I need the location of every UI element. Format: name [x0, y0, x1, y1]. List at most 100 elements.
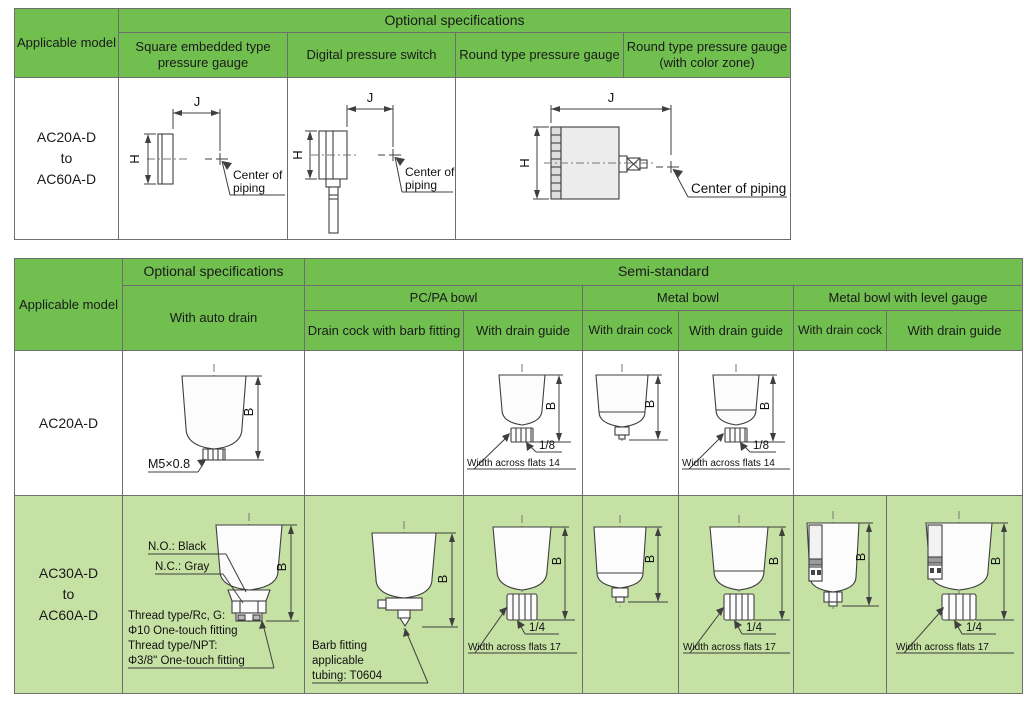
bowl-shape	[497, 373, 546, 443]
port-size-label: 1/4	[529, 622, 546, 634]
ac30-drain-cock-metal-cell: B	[582, 495, 679, 694]
t1-model-range: AC20A-D to AC60A-D	[14, 77, 119, 240]
center-of-piping-label-2: piping	[233, 181, 265, 195]
b-dimension	[224, 375, 264, 460]
b-label: B	[758, 401, 772, 409]
flats-leader	[467, 606, 577, 653]
port-size-label: 1/4	[746, 622, 763, 634]
b-dimension	[746, 374, 785, 442]
t1-col-round-gauge-color: Round type pressure gauge (with color zo…	[623, 32, 791, 78]
bowl-shape	[594, 373, 649, 440]
ac30-auto-drain-diagram: B N.O.: Black N.C.: Gray Thread type/Rc,…	[127, 512, 299, 668]
ac20-drain-guide-pcpa-cell: B 1/8 Width across flats 14	[463, 350, 583, 496]
h-dimension	[304, 130, 317, 179]
t1-col-round-gauge: Round type pressure gauge	[455, 32, 624, 78]
j-label: J	[608, 90, 615, 105]
b-label: B	[854, 552, 868, 560]
port-leader	[733, 619, 776, 634]
t2-col-drain-guide-pcpa: With drain guide	[463, 310, 583, 351]
b-label: B	[435, 574, 450, 583]
center-of-piping-label-2: piping	[405, 178, 437, 192]
ac30-barb-fitting-cell: B Barb fitting applicable tubing: T0604	[304, 495, 464, 694]
m5-thread-label: M5×0.8	[148, 457, 190, 471]
t2-col-drain-cock-level: With drain cock	[793, 310, 887, 351]
t2-col-auto-drain: With auto drain	[122, 285, 305, 351]
flats-label: Width across flats 17	[468, 642, 561, 653]
flats-label: Width across flats 14	[682, 458, 775, 469]
b-dimension	[841, 522, 879, 606]
b-label: B	[550, 556, 564, 564]
j-dimension	[346, 104, 393, 147]
ac20-auto-drain-cell: B M5×0.8	[122, 350, 305, 496]
port-leader	[739, 441, 776, 452]
t2-model-ac20: AC20A-D	[14, 350, 123, 496]
ac20-barb-fitting-cell	[304, 350, 464, 496]
ac30-drain-cock-level-diagram: B	[805, 510, 879, 609]
digital-switch-cell: H J Center of piping	[287, 77, 456, 240]
b-dimension	[628, 374, 668, 440]
thread-label-4: Φ3/8" One-touch fitting	[128, 655, 245, 667]
flats-leader	[681, 432, 790, 469]
t2-group-semi-standard: Semi-standard	[304, 258, 1023, 286]
b-label: B	[241, 407, 256, 416]
barb-leader	[311, 627, 428, 683]
thread-leader	[127, 619, 274, 668]
ac30-drain-guide-level-diagram: B 1/4 Width across flats 17	[895, 510, 1014, 653]
center-of-piping-mark	[204, 152, 285, 195]
b-dimension	[536, 526, 575, 620]
t1-group-header: Optional specifications	[118, 8, 791, 33]
b-label: B	[274, 562, 289, 571]
ac30-drain-guide-metal-diagram: B 1/4 Width across flats 17	[682, 514, 790, 653]
center-of-piping-label-1: Center of	[405, 165, 455, 179]
flats-leader	[466, 432, 576, 469]
ac20-drain-guide-metal-cell: B 1/8 Width across flats 14	[678, 350, 794, 496]
t2-col-barb-fitting: Drain cock with barb fitting	[304, 310, 464, 351]
round-gauge-diagram: H J Center of piping	[517, 90, 787, 200]
port-size-label: 1/8	[539, 440, 555, 452]
bowl-shape	[491, 525, 552, 621]
b-label: B	[767, 556, 781, 564]
t1-corner-header: Applicable model	[14, 8, 119, 78]
t2-col-drain-guide-metal: With drain guide	[678, 310, 794, 351]
barb-label-1: Barb fitting	[312, 640, 367, 652]
ac30-auto-drain-cell: B N.O.: Black N.C.: Gray Thread type/Rc,…	[122, 495, 305, 694]
ac30-drain-guide-metal-cell: B 1/4 Width across flats 17	[678, 495, 794, 694]
port-leader	[953, 619, 996, 634]
b-dimension	[627, 526, 668, 602]
thread-label-2: Φ10 One-touch fitting	[128, 625, 238, 637]
center-of-piping-mark	[656, 160, 787, 197]
j-label: J	[193, 94, 200, 109]
square-gauge-diagram: H J Center of piping	[127, 94, 285, 195]
ac20-drain-guide-metal-diagram: B 1/8 Width across flats 14	[681, 363, 790, 469]
b-label: B	[643, 399, 657, 407]
flats-leader	[895, 606, 1014, 653]
t2-group-pcpa-bowl: PC/PA bowl	[304, 285, 583, 311]
bowl-shape	[708, 525, 769, 621]
bowl-shape	[370, 531, 437, 627]
ac30-barb-fitting-diagram: B Barb fitting applicable tubing: T0604	[311, 520, 458, 683]
ac20-auto-drain-diagram: B M5×0.8	[147, 363, 264, 472]
b-dimension	[753, 526, 790, 620]
b-label: B	[544, 401, 558, 409]
digital-switch-diagram: H J Center of piping	[290, 90, 455, 234]
ac30-drain-guide-pcpa-diagram: B 1/4 Width across flats 17	[467, 514, 577, 653]
j-dimension	[550, 104, 672, 155]
switch-body	[317, 129, 348, 234]
t2-model-ac30-60: AC30A-D to AC60A-D	[14, 495, 123, 694]
optional-specifications-table: Applicable model Optional specifications…	[14, 8, 791, 240]
t2-group-metal-bowl: Metal bowl	[582, 285, 794, 311]
j-label: J	[366, 90, 373, 105]
h-label: H	[517, 158, 532, 167]
square-gauge-cell: H J Center of piping	[118, 77, 288, 240]
port-leader	[516, 619, 559, 634]
bowl-shape	[805, 521, 860, 607]
ac20-level-gauge-cell	[793, 350, 1023, 496]
semi-standard-table: Applicable model Optional specifications…	[14, 258, 1023, 694]
h-dimension	[143, 133, 156, 184]
bowl-shape	[592, 525, 647, 603]
center-of-piping-label-1: Center of	[233, 168, 283, 182]
b-dimension	[532, 374, 571, 442]
ac30-drain-guide-level-cell: B 1/4 Width across flats 17	[886, 495, 1023, 694]
bowl-shape	[711, 373, 760, 443]
t2-group-level-gauge-bowl: Metal bowl with level gauge	[793, 285, 1023, 311]
